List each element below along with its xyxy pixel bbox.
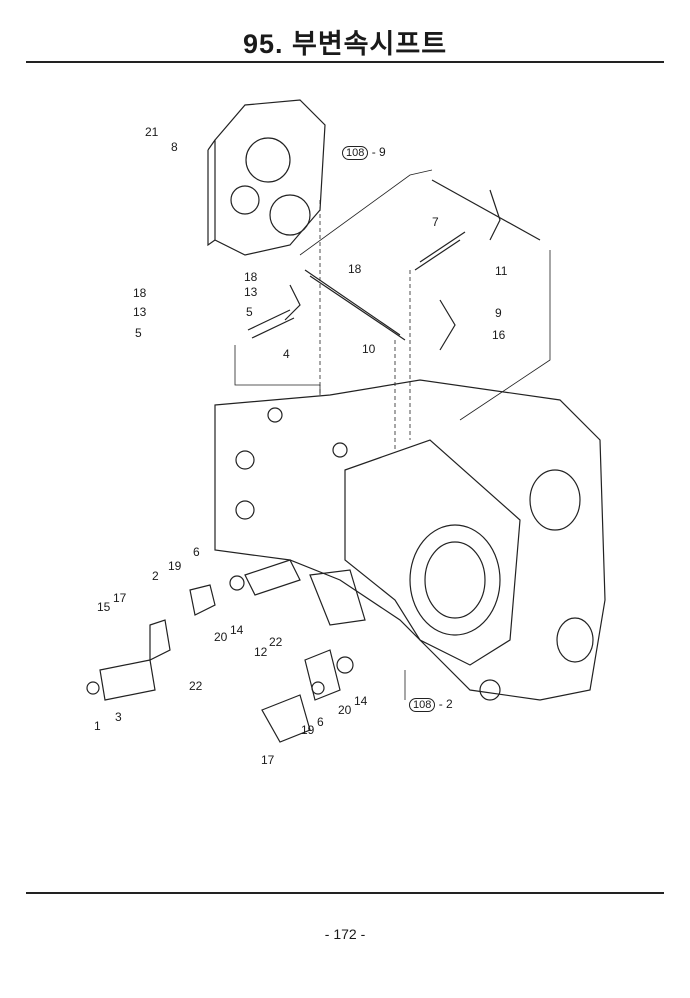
reference-suffix: - 9	[371, 145, 386, 159]
gear-case-cover	[207, 99, 326, 256]
header-divider	[26, 61, 664, 63]
callout-label: 15	[97, 600, 111, 614]
callout-label: 14	[230, 623, 244, 637]
callout-label: 18	[348, 262, 362, 276]
callout-label: 3	[115, 710, 122, 724]
callout-label: 13	[244, 285, 258, 299]
shafts	[247, 179, 541, 351]
lever-assemblies	[86, 559, 366, 743]
callout-label: 9	[495, 306, 502, 320]
callout-label: 19	[301, 723, 315, 737]
reference-number: 108	[409, 698, 436, 712]
reference-callout: 108 - 2	[409, 698, 453, 712]
transmission-case	[214, 379, 606, 701]
callout-label: 18	[244, 270, 258, 284]
reference-suffix: - 2	[438, 697, 453, 711]
callout-label: 17	[113, 591, 127, 605]
callout-label: 13	[133, 305, 147, 319]
page-title: 95. 부변속시프트	[242, 29, 448, 59]
callout-label: 21	[145, 125, 159, 139]
callout-label: 8	[171, 140, 178, 154]
callout-label: 6	[193, 545, 200, 559]
callout-label: 5	[135, 326, 142, 340]
reference-number: 108	[342, 146, 369, 160]
page-number: - 172 -	[324, 926, 366, 942]
callout-label: 18	[133, 286, 147, 300]
callout-label: 7	[432, 215, 439, 229]
callout-label: 16	[492, 328, 506, 342]
callout-label: 6	[317, 715, 324, 729]
callout-label: 14	[354, 694, 368, 708]
callout-label: 22	[189, 679, 203, 693]
callout-label: 12	[254, 645, 268, 659]
callout-label: 20	[214, 630, 228, 644]
footer-divider	[26, 892, 664, 894]
callout-label: 5	[246, 305, 253, 319]
callout-label: 2	[152, 569, 159, 583]
callout-label: 1	[94, 719, 101, 733]
callout-label: 11	[495, 264, 508, 278]
callout-label: 10	[362, 342, 376, 356]
callout-label: 17	[261, 753, 275, 767]
callout-label: 20	[338, 703, 352, 717]
callout-label: 4	[283, 347, 290, 361]
callout-label: 19	[168, 559, 182, 573]
reference-callout: 108 - 9	[342, 146, 386, 160]
callout-label: 22	[269, 635, 283, 649]
